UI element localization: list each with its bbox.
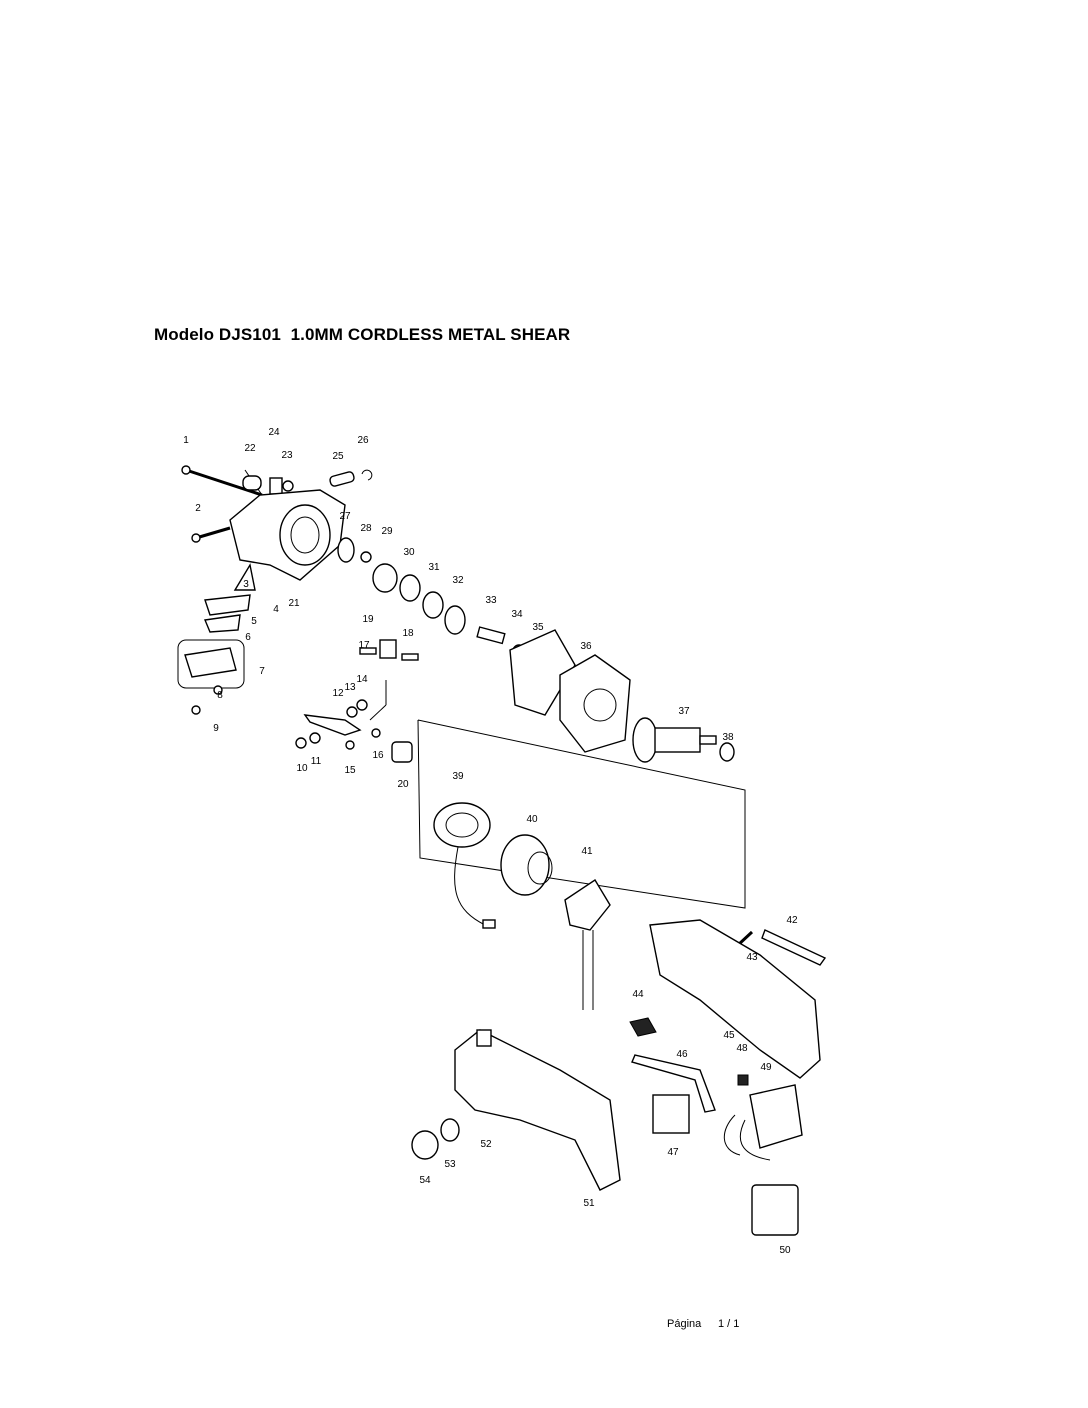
part-number-label: 21: [288, 598, 300, 609]
part-number-label: 3: [243, 579, 249, 590]
part-number-label: 45: [723, 1030, 735, 1041]
part-1-bolt: [181, 465, 263, 497]
part-number-label: 35: [532, 622, 544, 633]
parts-10-20: [295, 639, 419, 763]
part-number-label: 29: [381, 526, 393, 537]
parts-46-50: [631, 1054, 803, 1236]
part-number-label: 27: [339, 511, 351, 522]
part-number-label: 53: [444, 1159, 456, 1170]
part-number-label: 39: [452, 771, 464, 782]
part-number-label: 17: [358, 640, 370, 651]
part-number-label: 22: [244, 443, 256, 454]
parts-36-38-motor: [559, 654, 735, 763]
part-number-label: 47: [667, 1147, 679, 1158]
part-number-label: 44: [632, 989, 644, 1000]
part-number-label: 1: [183, 435, 189, 446]
parts-42-45: [629, 919, 827, 1079]
part-number-label: 24: [268, 427, 280, 438]
part-number-label: 26: [357, 435, 369, 446]
part-number-label: 51: [583, 1198, 595, 1209]
parts-51-54: [411, 1029, 621, 1191]
part-number-label: 9: [213, 723, 219, 734]
part-number-label: 11: [311, 756, 322, 767]
part-number-label: 15: [344, 765, 356, 776]
footer-page-number: 1 / 1: [718, 1318, 740, 1330]
footer-page-label: Página: [667, 1318, 702, 1330]
part-number-label: 42: [786, 915, 798, 926]
part-number-label: 43: [746, 952, 758, 963]
part-number-label: 41: [581, 846, 593, 857]
part-number-label: 18: [402, 628, 414, 639]
part-number-label: 2: [195, 503, 201, 514]
part-number-label: 10: [296, 763, 308, 774]
part-number-label: 28: [360, 523, 372, 534]
part-2-screw: [191, 526, 231, 543]
part-number-label: 14: [356, 674, 368, 685]
part-number-label: 34: [511, 609, 523, 620]
part-number-label: 40: [526, 814, 538, 825]
part-labels: 1234567891011121314151617181920212223242…: [183, 427, 798, 1256]
part-number-label: 54: [419, 1175, 431, 1186]
part-number-label: 49: [760, 1062, 772, 1073]
part-21-gear-housing: [229, 489, 346, 581]
part-number-label: 32: [452, 575, 464, 586]
part-number-label: 5: [251, 616, 257, 627]
part-number-label: 31: [428, 562, 440, 573]
part-number-label: 19: [362, 614, 374, 625]
part-number-label: 12: [332, 688, 344, 699]
parts-22-26: [242, 469, 373, 495]
part-number-label: 23: [281, 450, 293, 461]
part-number-label: 46: [676, 1049, 688, 1060]
part-number-label: 52: [480, 1139, 492, 1150]
part-number-label: 38: [722, 732, 734, 743]
part-number-label: 8: [217, 690, 223, 701]
part-number-label: 25: [332, 451, 344, 462]
part-number-label: 33: [485, 595, 497, 606]
page-title: Modelo DJS101 1.0MM CORDLESS METAL SHEAR: [154, 325, 571, 344]
part-number-label: 13: [344, 682, 356, 693]
part-number-label: 30: [403, 547, 415, 558]
part-number-label: 6: [245, 632, 251, 643]
part-number-label: 36: [580, 641, 592, 652]
part-number-label: 16: [372, 750, 384, 761]
parts-39-41: [433, 802, 611, 1010]
part-number-label: 7: [259, 666, 265, 677]
part-number-label: 48: [736, 1043, 748, 1054]
part-number-label: 20: [397, 779, 409, 790]
part-number-label: 4: [273, 604, 279, 615]
part-number-label: 37: [678, 706, 690, 717]
part-number-label: 50: [779, 1245, 791, 1256]
parts-3-9-blade: [177, 563, 256, 715]
